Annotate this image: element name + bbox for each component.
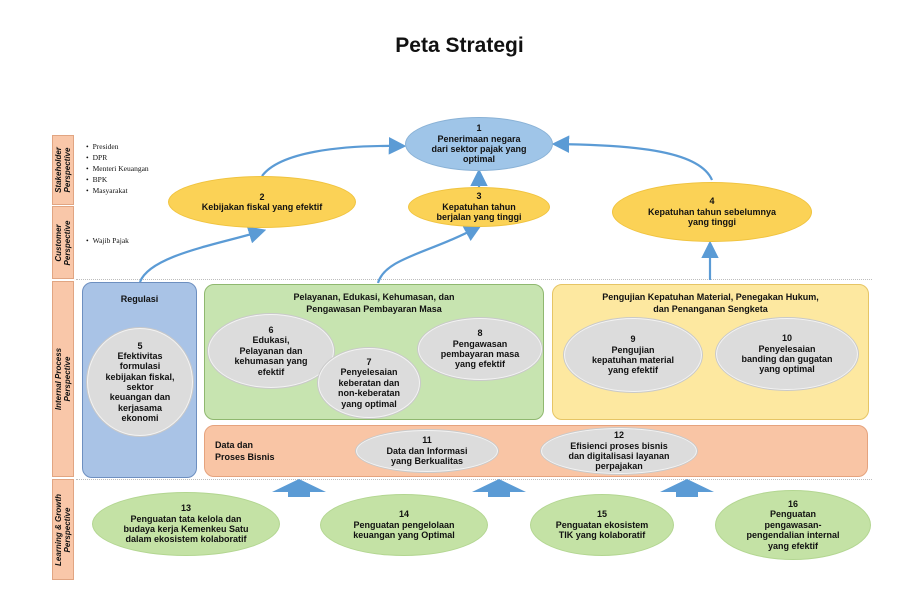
objective-10-number: 10: [781, 333, 792, 344]
perspective-label-learning: Learning & Growth Perspective: [52, 479, 74, 580]
perspective-label-customer: Customer Perspective: [52, 206, 74, 279]
objective-14-ellipse: 14 Penguatan pengelolaan keuangan yang O…: [320, 494, 488, 556]
objective-16-label: Penguatan pengawasan- pengendalian inter…: [746, 509, 840, 551]
block-arrow-right: [660, 479, 714, 497]
objective-6-ellipse: 6 Edukasi, Pelayanan dan kehumasan yang …: [208, 314, 334, 388]
objective-3-label: Kepatuhan tahun berjalan yang tinggi: [436, 201, 522, 223]
stakeholder-item: Menteri Keuangan: [86, 163, 149, 174]
perspective-label-internal: Internal Process Perspective: [52, 281, 74, 477]
objective-3-ellipse: 3 Kepatuhan tahun berjalan yang tinggi: [408, 187, 550, 227]
objective-8-number: 8: [477, 328, 483, 339]
objective-9-number: 9: [630, 334, 636, 345]
objective-5-ellipse: 5 Efektivitas formulasi kebijakan fiskal…: [87, 328, 193, 436]
objective-4-ellipse: 4 Kepatuhan tahun sebelumnya yang tinggi: [612, 182, 812, 242]
objective-14-label: Penguatan pengelolaan keuangan yang Opti…: [353, 519, 455, 541]
objective-11-label: Data dan Informasi yang Berkualitas: [386, 445, 468, 467]
arrow-pelayanan-to-3: [376, 224, 482, 284]
arrow-2-to-1: [261, 136, 407, 177]
perspective-label-stakeholder: Stakeholder Perspective: [52, 135, 74, 205]
stakeholder-item: Presiden: [86, 141, 149, 152]
objective-15-ellipse: 15 Penguatan ekosistem TIK yang kolabora…: [530, 494, 674, 556]
divider-customer-internal: [76, 279, 872, 280]
objective-15-label: Penguatan ekosistem TIK yang kolaboratif: [555, 519, 649, 541]
objective-12-label: Efisienci proses bisnis dan digitalisasi…: [568, 440, 670, 472]
objective-7-label: Penyelesaian keberatan dan non-keberatan…: [337, 367, 400, 409]
objective-6-number: 6: [268, 325, 274, 336]
divider-internal-learning: [76, 479, 872, 480]
objective-3-number: 3: [476, 191, 482, 202]
objective-2-label: Kebijakan fiskal yang efektif: [201, 202, 323, 212]
objective-11-number: 11: [422, 435, 432, 446]
objective-6-label: Edukasi, Pelayanan dan kehumasan yang ef…: [234, 335, 308, 377]
objective-1-label: Penerimaan negara dari sektor pajak yang…: [431, 133, 527, 165]
stakeholder-item: Masyarakat: [86, 185, 149, 196]
page-title: Peta Strategi: [395, 34, 524, 57]
objective-15-number: 15: [596, 509, 607, 520]
arrow-4-to-1: [551, 135, 714, 181]
group-regulasi-title: Regulasi: [120, 294, 159, 304]
objective-13-number: 13: [180, 503, 191, 514]
objective-8-label: Pengawasan pembayaran masa yang efektif: [440, 338, 520, 370]
group-data-proses: Data dan Proses Bisnis: [204, 425, 868, 477]
objective-5-number: 5: [137, 340, 143, 351]
objective-1-ellipse: 1 Penerimaan negara dari sektor pajak ya…: [405, 117, 553, 171]
objective-7-ellipse: 7 Penyelesaian keberatan dan non-keberat…: [318, 348, 420, 418]
objective-12-number: 12: [613, 430, 624, 441]
objective-2-number: 2: [259, 191, 265, 202]
objective-8-ellipse: 8 Pengawasan pembayaran masa yang efekti…: [418, 318, 542, 380]
objective-7-number: 7: [366, 357, 372, 368]
objective-13-ellipse: 13 Penguatan tata kelola dan budaya kerj…: [92, 492, 280, 556]
objective-10-label: Penyelesaian banding dan gugatan yang op…: [741, 343, 833, 375]
group-data-proses-title: Data dan Proses Bisnis: [215, 440, 275, 463]
objective-13-label: Penguatan tata kelola dan budaya kerja K…: [123, 513, 249, 545]
objective-2-ellipse: 2 Kebijakan fiskal yang efektif: [168, 176, 356, 228]
objective-9-label: Pengujian kepatuhan material yang efekti…: [591, 344, 675, 376]
arrow-regulasi-to-2: [138, 226, 267, 283]
objective-10-ellipse: 10 Penyelesaian banding dan gugatan yang…: [716, 318, 858, 390]
objective-4-label: Kepatuhan tahun sebelumnya yang tinggi: [647, 206, 777, 228]
stakeholder-item: DPR: [86, 152, 149, 163]
objective-9-ellipse: 9 Pengujian kepatuhan material yang efek…: [564, 318, 702, 392]
block-arrow-left: [272, 479, 326, 497]
group-pengujian-title: Pengujian Kepatuhan Material, Penegakan …: [602, 292, 819, 315]
stakeholder-item: BPK: [86, 174, 149, 185]
objective-4-number: 4: [709, 196, 715, 207]
group-pelayanan-title: Pelayanan, Edukasi, Kehumasan, dan Penga…: [293, 292, 455, 315]
objective-14-number: 14: [398, 509, 409, 520]
stakeholder-list: Presiden DPR Menteri Keuangan BPK Masyar…: [86, 141, 149, 196]
objective-16-ellipse: 16 Penguatan pengawasan- pengendalian in…: [715, 490, 871, 560]
block-arrow-center: [472, 479, 526, 497]
objective-11-ellipse: 11 Data dan Informasi yang Berkualitas: [356, 430, 498, 472]
objective-12-ellipse: 12 Efisienci proses bisnis dan digitalis…: [541, 428, 697, 474]
objective-16-number: 16: [787, 499, 798, 510]
objective-1-number: 1: [476, 123, 482, 134]
customer-list: Wajib Pajak: [86, 235, 129, 246]
objective-5-label: Efektivitas formulasi kebijakan fiskal, …: [105, 350, 175, 424]
customer-item: Wajib Pajak: [86, 235, 129, 246]
